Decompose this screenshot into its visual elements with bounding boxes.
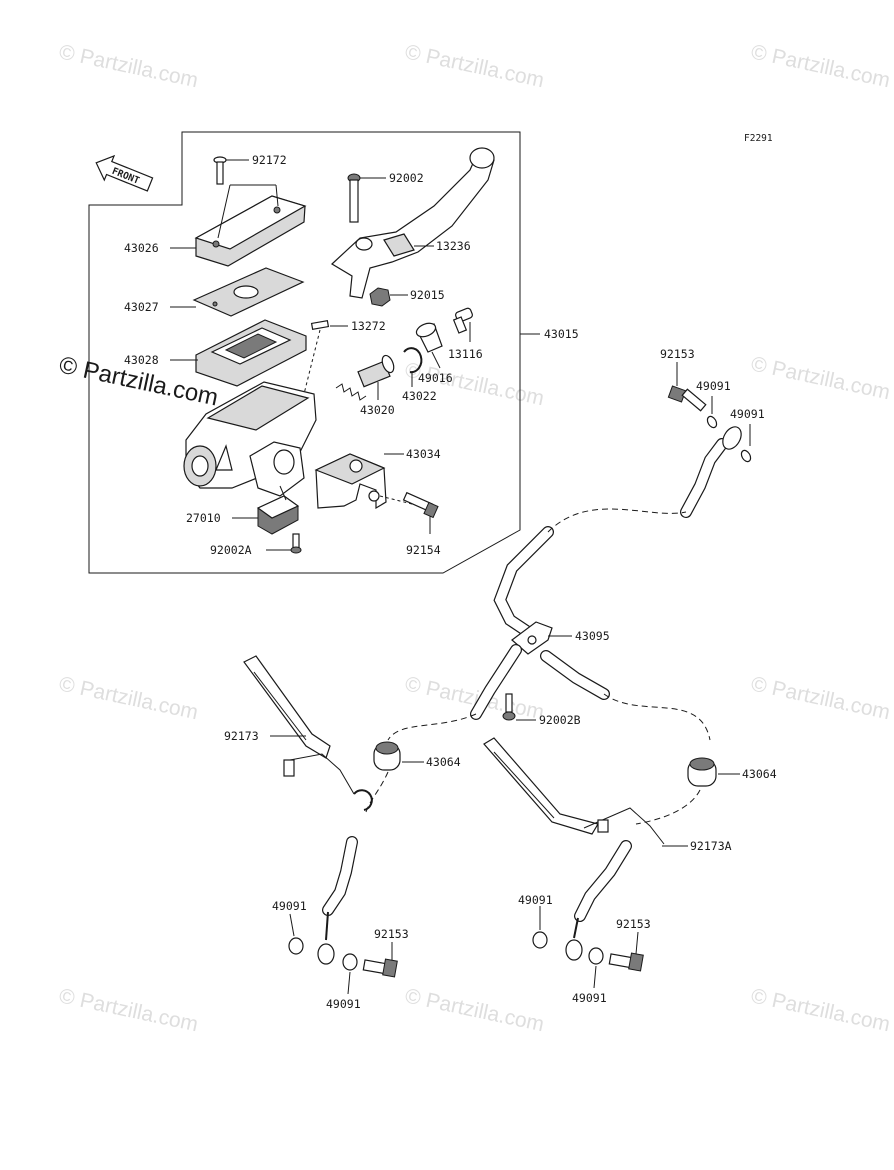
assembly-outline	[88, 131, 521, 574]
hose-path-upper	[547, 508, 687, 533]
hose-path-left	[387, 713, 477, 741]
bolt-92002B	[502, 693, 516, 721]
joint-43095	[511, 621, 553, 655]
washer-49091-bl1	[288, 937, 304, 955]
figure-code: F2291	[744, 133, 773, 144]
bracket-92173	[243, 655, 373, 811]
watermark: © Partzilla.com	[749, 352, 892, 404]
washer-49091-top2	[740, 449, 752, 463]
watermark: © Partzilla.com	[57, 672, 200, 724]
washer-49091-br1	[532, 931, 548, 949]
hose-fitting-top	[722, 426, 742, 450]
watermark: © Partzilla.com	[403, 40, 546, 92]
brake-hose-lower-left	[317, 836, 358, 965]
hose-path-right	[603, 693, 711, 741]
label-49091-top2: 49091	[730, 407, 765, 421]
switch-27010	[256, 485, 300, 535]
reservoir-cap-43026	[194, 195, 307, 267]
brake-hose-lower-right	[565, 840, 632, 961]
banjo-bolt-92153-br	[608, 952, 644, 972]
label-92154: 92154	[406, 543, 441, 557]
label-49091-bl2: 49091	[326, 997, 361, 1011]
label-92172: 92172	[252, 153, 287, 167]
label-49091-top1: 49091	[696, 379, 731, 393]
screw-92172	[213, 156, 227, 185]
label-49091-br2: 49091	[572, 991, 607, 1005]
label-92002A: 92002A	[210, 543, 252, 557]
label-49016: 49016	[418, 371, 453, 385]
front-arrow-icon: FRONT	[95, 154, 154, 192]
grommet-43064-left	[373, 741, 401, 771]
label-92173: 92173	[224, 729, 259, 743]
boot-49016	[415, 322, 443, 353]
clamp-43034	[314, 453, 387, 510]
watermark: © Partzilla.com	[57, 40, 200, 92]
label-43026: 43026	[124, 241, 159, 255]
watermark: © Partzilla.com	[57, 984, 200, 1036]
diaphragm-43028	[195, 319, 307, 387]
pivot-bolt-92002	[347, 173, 361, 223]
label-49091-br1: 49091	[518, 893, 553, 907]
label-13116: 13116	[448, 347, 483, 361]
label-43028: 43028	[124, 353, 159, 367]
label-92173A: 92173A	[690, 839, 732, 853]
label-43020: 43020	[360, 403, 395, 417]
screw-13272	[310, 319, 330, 331]
grommet-43064-right	[687, 757, 717, 787]
circlip-43022	[403, 347, 423, 374]
label-43095: 43095	[575, 629, 610, 643]
plate-43027	[192, 267, 305, 317]
label-92153-top: 92153	[660, 347, 695, 361]
label-92002B: 92002B	[539, 713, 581, 727]
brake-lever-13236	[331, 147, 495, 299]
washer-49091-br2	[588, 947, 604, 965]
label-92002: 92002	[389, 171, 424, 185]
washer-49091-top1	[706, 415, 718, 429]
banjo-bolt-92153-top	[667, 385, 707, 412]
watermark: © Partzilla.com	[403, 984, 546, 1036]
label-92153-br: 92153	[616, 917, 651, 931]
brake-hose-middle	[470, 644, 610, 720]
bracket-92173A	[483, 737, 665, 845]
bolt-92154	[379, 491, 439, 519]
label-92015: 92015	[410, 288, 445, 302]
watermark: © Partzilla.com	[749, 40, 892, 92]
hose-path-right-lower	[635, 789, 701, 825]
label-43015: 43015	[544, 327, 579, 341]
watermark: © Partzilla.com	[749, 984, 892, 1036]
label-43027: 43027	[124, 300, 159, 314]
watermark: © Partzilla.com	[749, 672, 892, 724]
banjo-bolt-92153-bl	[362, 958, 398, 978]
master-cylinder-body	[183, 381, 317, 497]
brake-hose-upper	[493, 438, 728, 638]
washer-49091-bl2	[342, 953, 358, 971]
label-43064-right: 43064	[742, 767, 777, 781]
nut-92015	[369, 287, 391, 307]
label-13236: 13236	[436, 239, 471, 253]
label-13272: 13272	[351, 319, 386, 333]
label-43034: 43034	[406, 447, 441, 461]
label-49091-bl1: 49091	[272, 899, 307, 913]
pin-13116	[452, 307, 473, 334]
label-43022: 43022	[402, 389, 437, 403]
screw-92002A	[290, 533, 302, 554]
label-43064-left: 43064	[426, 755, 461, 769]
label-92153-bl: 92153	[374, 927, 409, 941]
piston-spring-43020	[335, 354, 395, 401]
label-27010: 27010	[186, 511, 221, 525]
